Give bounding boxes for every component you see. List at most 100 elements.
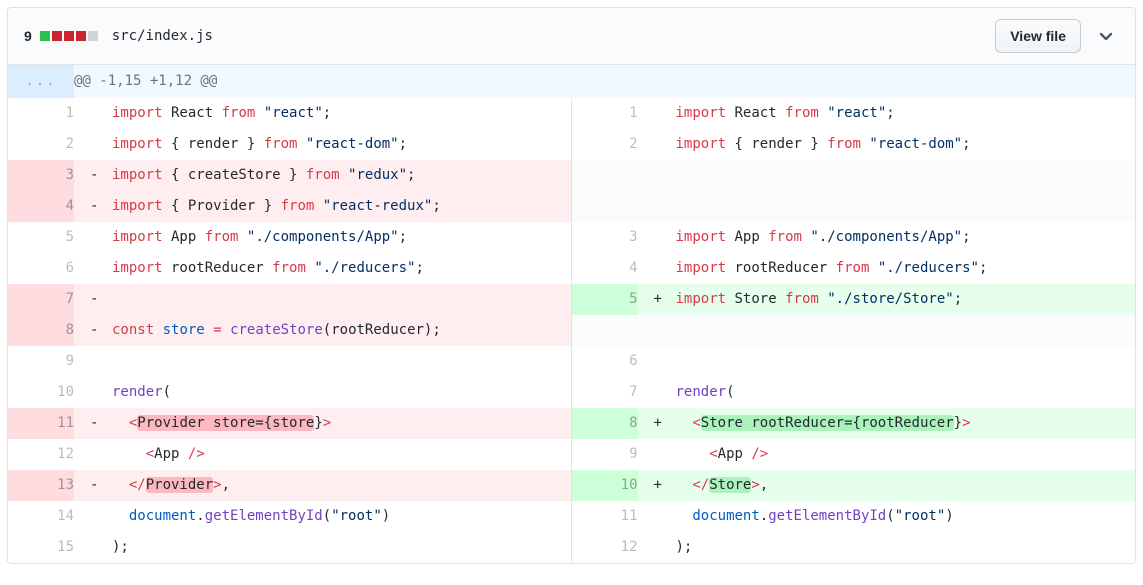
diff-row: 8-const store = createStore(rootReducer)… [8, 315, 1135, 346]
code-line: document.getElementById("root") [637, 501, 1135, 532]
diffstat-deleted-block [51, 31, 62, 41]
line-number[interactable]: 9 [571, 439, 638, 470]
diff-marker: + [653, 477, 662, 493]
code-line [74, 346, 572, 377]
line-number[interactable]: 8 [571, 408, 638, 439]
diff-row: 11- <Provider store={store}>8+ <Store ro… [8, 408, 1135, 439]
diff-file-card: 9 src/index.js View file ... @@ -1,15 +1… [7, 7, 1136, 564]
code-line: import App from "./components/App"; [74, 222, 572, 253]
diff-row: 4-import { Provider } from "react-redux"… [8, 191, 1135, 222]
code-line: import { render } from "react-dom"; [74, 129, 572, 160]
diff-marker: - [90, 477, 99, 493]
diff-marker: - [90, 198, 99, 214]
diff-row: 13- </Provider>,10+ </Store>, [8, 470, 1135, 501]
code-line: import React from "react"; [74, 98, 572, 129]
code-line: import rootReducer from "./reducers"; [74, 253, 572, 284]
diff-row: 12 <App />9 <App /> [8, 439, 1135, 470]
diff-marker: - [90, 415, 99, 431]
hunk-gutter: ... [8, 65, 74, 98]
changes-count: 9 [24, 28, 32, 44]
diff-marker: - [90, 322, 99, 338]
code-line: import rootReducer from "./reducers"; [637, 253, 1135, 284]
line-number[interactable]: 8 [8, 315, 74, 346]
diffstat-neutral-block [87, 31, 98, 41]
line-number[interactable]: 1 [571, 98, 638, 129]
line-number[interactable]: 4 [571, 253, 638, 284]
filler-cell [637, 191, 1135, 222]
diff-marker: - [90, 167, 99, 183]
line-number[interactable]: 10 [571, 470, 638, 501]
line-number[interactable]: 2 [8, 129, 74, 160]
code-line: + <Store rootReducer={rootReducer}> [637, 408, 1135, 439]
code-line: document.getElementById("root") [74, 501, 572, 532]
code-line: - </Provider>, [74, 470, 572, 501]
code-line [637, 346, 1135, 377]
line-number[interactable]: 12 [8, 439, 74, 470]
line-number[interactable]: 6 [8, 253, 74, 284]
chevron-down-icon[interactable] [1097, 27, 1115, 45]
diff-row: 15);12); [8, 532, 1135, 563]
line-number[interactable]: 3 [8, 160, 74, 191]
diff-row: 3-import { createStore } from "redux"; [8, 160, 1135, 191]
hunk-row: ... @@ -1,15 +1,12 @@ [8, 65, 1135, 98]
diffstat-blocks [39, 31, 98, 41]
code-line: -import { Provider } from "react-redux"; [74, 191, 572, 222]
code-line: import App from "./components/App"; [637, 222, 1135, 253]
code-line: +import Store from "./store/Store"; [637, 284, 1135, 315]
code-line: import React from "react"; [637, 98, 1135, 129]
code-line: - [74, 284, 572, 315]
line-number[interactable]: 14 [8, 501, 74, 532]
line-number[interactable]: 5 [8, 222, 74, 253]
line-number[interactable]: 1 [8, 98, 74, 129]
line-number[interactable]: 6 [571, 346, 638, 377]
diff-marker: + [653, 291, 662, 307]
diffstat-added-block [39, 31, 50, 41]
diff-marker: + [653, 415, 662, 431]
file-path: src/index.js [111, 28, 213, 44]
line-number[interactable]: 12 [571, 532, 638, 563]
code-line: render( [74, 377, 572, 408]
filler-cell [637, 160, 1135, 191]
file-header: 9 src/index.js View file [8, 8, 1135, 65]
diffstat-deleted-block [63, 31, 74, 41]
code-line: <App /> [74, 439, 572, 470]
line-number[interactable]: 7 [8, 284, 74, 315]
line-number[interactable]: 11 [8, 408, 74, 439]
code-line: <App /> [637, 439, 1135, 470]
code-line: -const store = createStore(rootReducer); [74, 315, 572, 346]
code-line: + </Store>, [637, 470, 1135, 501]
line-number[interactable]: 5 [571, 284, 638, 315]
view-file-button[interactable]: View file [995, 19, 1081, 53]
line-number[interactable]: 13 [8, 470, 74, 501]
filler-cell [571, 191, 638, 222]
diff-row: 14 document.getElementById("root")11 doc… [8, 501, 1135, 532]
line-number[interactable]: 11 [571, 501, 638, 532]
diff-marker: - [90, 291, 99, 307]
line-number[interactable]: 10 [8, 377, 74, 408]
filler-cell [571, 315, 638, 346]
diff-row: 7- 5+import Store from "./store/Store"; [8, 284, 1135, 315]
diffstat-deleted-block [75, 31, 86, 41]
hunk-header: @@ -1,15 +1,12 @@ [74, 65, 1135, 98]
line-number[interactable]: 4 [8, 191, 74, 222]
code-line: render( [637, 377, 1135, 408]
code-line: import { render } from "react-dom"; [637, 129, 1135, 160]
code-line: ); [74, 532, 572, 563]
line-number[interactable]: 2 [571, 129, 638, 160]
line-number[interactable]: 7 [571, 377, 638, 408]
code-line: ); [637, 532, 1135, 563]
code-line: -import { createStore } from "redux"; [74, 160, 572, 191]
filler-cell [571, 160, 638, 191]
line-number[interactable]: 3 [571, 222, 638, 253]
filler-cell [637, 315, 1135, 346]
code-line: - <Provider store={store}> [74, 408, 572, 439]
line-number[interactable]: 9 [8, 346, 74, 377]
line-number[interactable]: 15 [8, 532, 74, 563]
